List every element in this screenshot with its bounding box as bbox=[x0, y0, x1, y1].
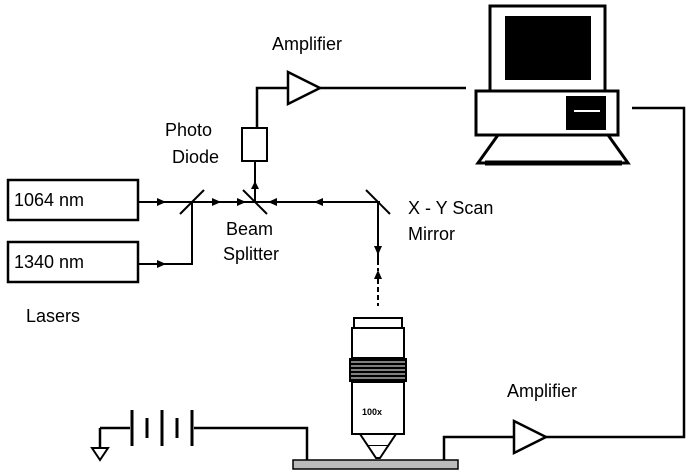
computer-icon bbox=[474, 4, 631, 166]
arrow-1340 bbox=[157, 260, 166, 268]
arrow-1064-a bbox=[157, 198, 166, 206]
arrow-up-diode bbox=[251, 181, 259, 189]
amplifier-top-label: Amplifier bbox=[272, 34, 342, 54]
arrow-to-splitter bbox=[237, 198, 246, 206]
wire-stage-to-amp bbox=[442, 435, 514, 460]
beam-label: Beam bbox=[226, 219, 273, 239]
combiner-mirror bbox=[179, 189, 205, 215]
wire-diode-to-amp bbox=[255, 86, 288, 128]
disk-drive bbox=[566, 96, 606, 130]
arrow-return-a bbox=[268, 198, 277, 206]
laser-1340-box bbox=[6, 240, 140, 284]
objective-lens-icon: 100x bbox=[349, 317, 407, 459]
beam-splitter bbox=[242, 189, 268, 215]
laser-1064-box bbox=[6, 178, 140, 222]
monitor-screen bbox=[505, 16, 591, 80]
arrow-return-b bbox=[314, 198, 323, 206]
mirror-label: Mirror bbox=[408, 224, 455, 244]
amplifier-bottom-label: Amplifier bbox=[507, 381, 577, 401]
photo-diode-box bbox=[241, 127, 268, 162]
amplifier-top-symbol bbox=[286, 69, 323, 107]
arrow-down bbox=[374, 246, 382, 255]
beam-1340 bbox=[138, 202, 193, 265]
sample-stage bbox=[292, 459, 459, 470]
xy-scan-label: X - Y Scan bbox=[408, 198, 493, 218]
ground-icon bbox=[90, 428, 110, 462]
arrow-up-objective bbox=[374, 270, 382, 279]
photo-label: Photo bbox=[165, 120, 212, 140]
amplifier-bottom-symbol bbox=[512, 418, 549, 456]
battery-icon bbox=[100, 410, 309, 460]
diode-label: Diode bbox=[172, 147, 219, 167]
arrow-1064-b bbox=[212, 198, 221, 206]
laser-1064-label: 1064 nm bbox=[14, 190, 84, 210]
wire-amp-to-computer-bottom bbox=[546, 106, 686, 439]
objective-mag-label: 100x bbox=[362, 407, 382, 417]
lasers-label: Lasers bbox=[26, 306, 80, 326]
laser-1340-label: 1340 nm bbox=[14, 252, 84, 272]
splitter-label: Splitter bbox=[223, 244, 279, 264]
keyboard bbox=[475, 133, 631, 165]
